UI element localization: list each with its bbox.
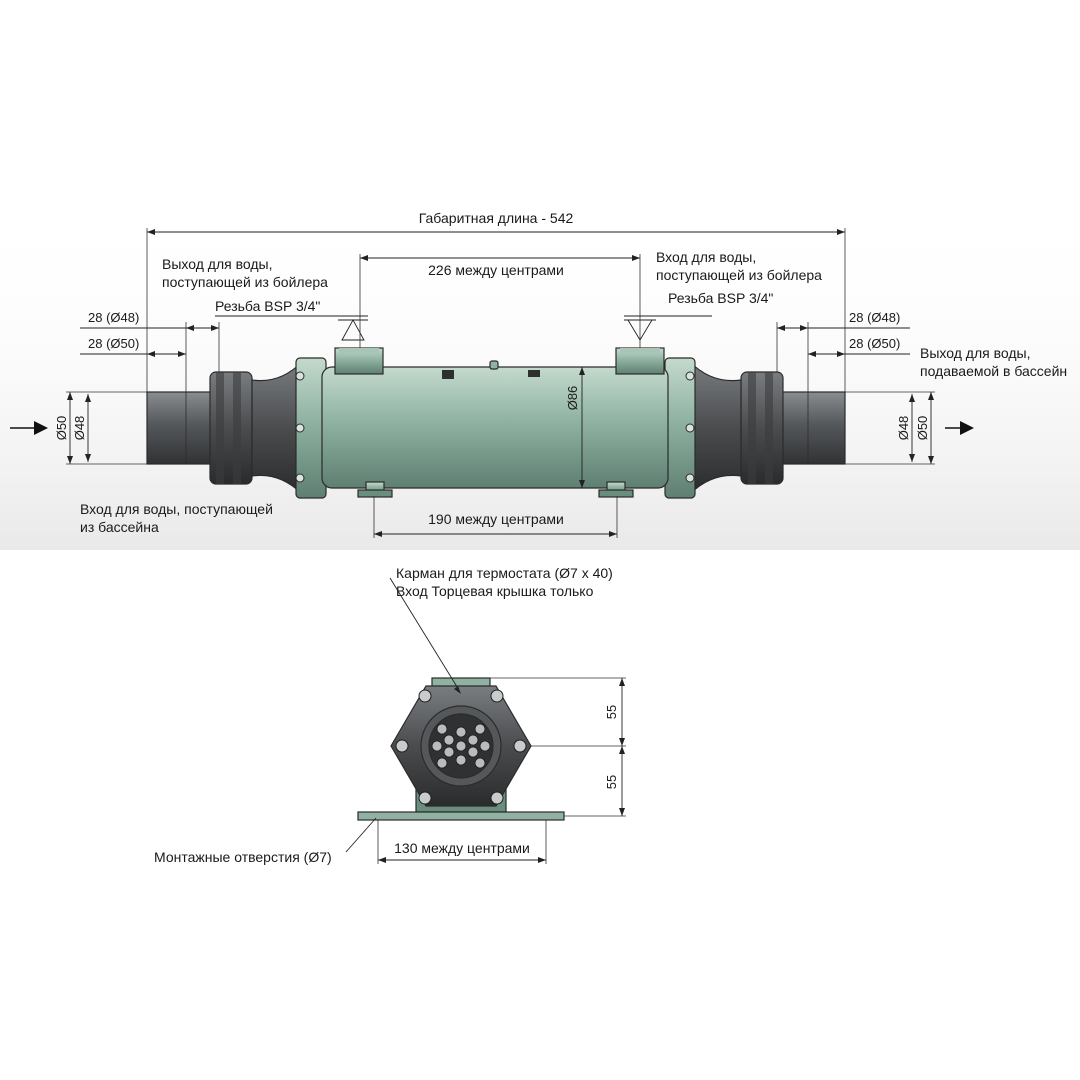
thermostat-pocket-label-2: Вход Торцевая крышка только — [396, 583, 594, 599]
outlet-boiler-label-1: Выход для воды, — [162, 256, 272, 272]
left-len-50-label: 28 (Ø50) — [88, 336, 139, 351]
overall-length-label: Габаритная длина - 542 — [419, 210, 574, 226]
inlet-boiler-label-1: Вход для воды, — [656, 249, 756, 265]
thread-right-label: Резьба BSP 3/4" — [668, 290, 773, 306]
inlet-pool-arrow — [10, 421, 48, 435]
inlet-boiler-label-2: поступающей из бойлера — [656, 267, 822, 283]
right-reducer — [689, 360, 742, 496]
outlet-pool-arrow — [945, 421, 974, 435]
outlet-pool-label-1: Выход для воды, — [920, 345, 1030, 361]
side-view: Габаритная длина - 542 Выход для воды, п… — [10, 210, 1067, 538]
left-pipe — [146, 391, 220, 465]
left-dia-50-label: Ø50 — [54, 416, 69, 441]
centers-bottom-label: 190 между центрами — [428, 511, 564, 527]
end-view-base-plate — [357, 811, 565, 821]
bottom-foot-right-plate — [598, 489, 634, 498]
main-shell — [321, 366, 669, 489]
mount-centers-label: 130 между центрами — [394, 840, 530, 856]
inlet-pool-label-2: из бассейна — [80, 519, 159, 535]
centers-top-label: 226 между центрами — [428, 262, 564, 278]
thread-left-label: Резьба BSP 3/4" — [215, 298, 320, 314]
end-view-tube-bundle — [431, 723, 491, 769]
outlet-boiler-label-2: поступающей из бойлера — [162, 274, 328, 290]
mounting-holes-label: Монтажные отверстия (Ø7) — [154, 849, 332, 865]
end-cap-bolts — [295, 371, 695, 483]
inlet-pool-label-1: Вход для воды, поступающей — [80, 501, 273, 517]
bottom-foot-left-plate — [357, 489, 393, 498]
thread-symbol-left — [338, 319, 368, 341]
top-nub — [489, 360, 499, 370]
right-len-50-label: 28 (Ø50) — [849, 336, 900, 351]
top-clip-left — [442, 370, 454, 379]
right-union-nut — [740, 371, 784, 485]
right-len-48-label: 28 (Ø48) — [849, 310, 900, 325]
end-view-bolts — [395, 689, 527, 805]
outlet-pool-label-2: подаваемой в бассейн — [920, 363, 1067, 379]
right-dia-50-label: Ø50 — [915, 416, 930, 441]
right-pipe — [776, 391, 846, 465]
height-bottom-label: 55 — [604, 775, 619, 789]
thermostat-pocket-label-1: Карман для термостата (Ø7 x 40) — [396, 565, 613, 581]
left-reducer — [251, 360, 303, 496]
end-view: Карман для термостата (Ø7 x 40) Вход Тор… — [154, 565, 626, 865]
top-clip-right — [528, 370, 540, 377]
left-len-48-label: 28 (Ø48) — [88, 310, 139, 325]
left-dia-48-label: Ø48 — [72, 416, 87, 441]
right-dia-48-label: Ø48 — [896, 416, 911, 441]
body-dia-label: Ø86 — [565, 386, 580, 411]
height-top-label: 55 — [604, 705, 619, 719]
